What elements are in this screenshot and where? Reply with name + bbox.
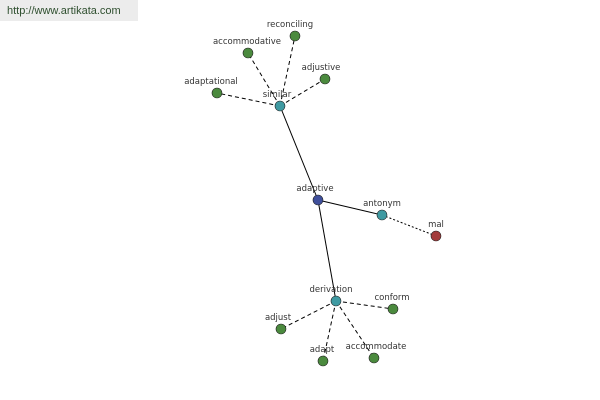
edge-similar-accommodative xyxy=(247,52,281,107)
node-adjustive[interactable] xyxy=(319,73,331,85)
edge-derivation-adjust xyxy=(280,300,337,330)
edge-similar-reconciling xyxy=(279,35,296,107)
node-accommodative[interactable] xyxy=(242,47,254,59)
label-conform: conform xyxy=(374,293,409,303)
node-adapt[interactable] xyxy=(317,355,329,367)
graph-edges xyxy=(216,35,437,362)
edge-antonym-mal xyxy=(381,214,437,237)
label-mal: mal xyxy=(428,220,444,230)
edge-adaptive-similar xyxy=(279,105,319,201)
graph-labels: adaptive similar antonym derivation reco… xyxy=(184,20,444,355)
node-conform[interactable] xyxy=(387,303,399,315)
node-adaptive[interactable] xyxy=(312,194,324,206)
label-derivation: derivation xyxy=(309,285,352,295)
node-antonym[interactable] xyxy=(376,209,388,221)
url-banner: http://www.artikata.com xyxy=(0,0,138,21)
label-accommodate: accommodate xyxy=(346,342,407,352)
label-adapt: adapt xyxy=(310,345,335,355)
label-adaptational: adaptational xyxy=(184,77,238,87)
label-reconciling: reconciling xyxy=(267,20,313,30)
node-reconciling[interactable] xyxy=(289,30,301,42)
edge-similar-adjustive xyxy=(279,78,326,107)
edge-derivation-adapt xyxy=(322,300,337,362)
edge-adaptive-antonym xyxy=(317,199,383,216)
edge-adaptive-derivation xyxy=(317,199,337,302)
edge-derivation-accommodate xyxy=(335,300,375,359)
label-accommodative: accommodative xyxy=(213,37,281,47)
label-adjustive: adjustive xyxy=(302,63,341,73)
node-adaptational[interactable] xyxy=(211,87,223,99)
node-similar[interactable] xyxy=(274,100,286,112)
site-url-link[interactable]: http://www.artikata.com xyxy=(7,5,121,17)
label-adaptive: adaptive xyxy=(296,184,333,194)
node-adjust[interactable] xyxy=(275,323,287,335)
edge-derivation-conform xyxy=(335,300,394,310)
node-accommodate[interactable] xyxy=(368,352,380,364)
node-mal[interactable] xyxy=(430,230,442,242)
label-adjust: adjust xyxy=(265,313,292,323)
graph-nodes xyxy=(211,30,442,367)
edge-similar-adaptational xyxy=(216,92,281,107)
label-similar: similar xyxy=(263,90,292,100)
node-derivation[interactable] xyxy=(330,295,342,307)
label-antonym: antonym xyxy=(363,199,401,209)
